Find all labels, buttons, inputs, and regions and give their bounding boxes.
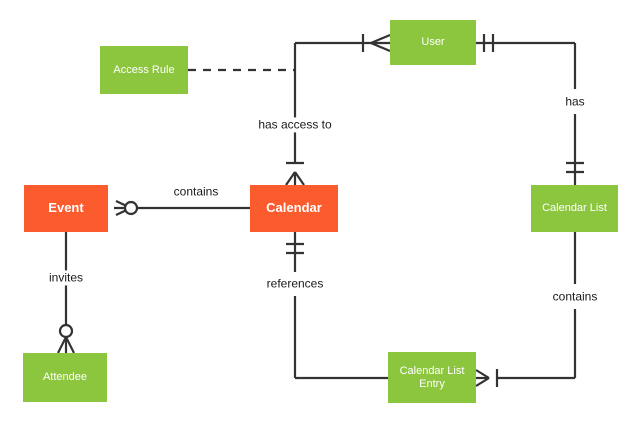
relationship-label-invites: invites: [44, 270, 88, 286]
entity-user[interactable]: User: [390, 20, 476, 65]
entity-calendar-list[interactable]: Calendar List: [531, 185, 618, 232]
entity-calendar-list-label: Calendar List: [542, 202, 607, 215]
relationship-label-has-access-to: has access to: [254, 117, 336, 133]
relationship-label-contains-list-entry: contains: [548, 289, 602, 305]
relationship-label-references: references: [262, 276, 328, 292]
relationship-label-contains-event-calendar: contains: [169, 184, 223, 200]
entity-event-label: Event: [48, 200, 84, 216]
entity-attendee-label: Attendee: [42, 371, 88, 384]
cardinality-zero-or-many-event-contains: [114, 200, 139, 216]
entity-event[interactable]: Event: [24, 185, 108, 232]
cardinality-exactly-one-calendar-list-top: [566, 161, 584, 174]
entity-calendar-list-entry[interactable]: Calendar List Entry: [388, 352, 476, 403]
entity-attendee[interactable]: Attendee: [23, 353, 107, 402]
entity-calendar-list-entry-label: Calendar List Entry: [399, 364, 465, 390]
entity-calendar[interactable]: Calendar: [250, 185, 338, 232]
entity-access-rule[interactable]: Access Rule: [100, 46, 188, 94]
entity-access-rule-label: Access Rule: [113, 63, 175, 76]
relationship-label-has: has: [561, 94, 589, 110]
cardinality-one-or-many-user-left: [361, 33, 391, 53]
entity-calendar-label: Calendar: [266, 200, 322, 216]
cardinality-one-or-many-calendar-top: [285, 142, 305, 186]
cardinality-one-or-many-entry-right: [475, 369, 499, 387]
entity-user-label: User: [421, 36, 445, 49]
cardinality-zero-or-many-attendee: [57, 323, 75, 354]
